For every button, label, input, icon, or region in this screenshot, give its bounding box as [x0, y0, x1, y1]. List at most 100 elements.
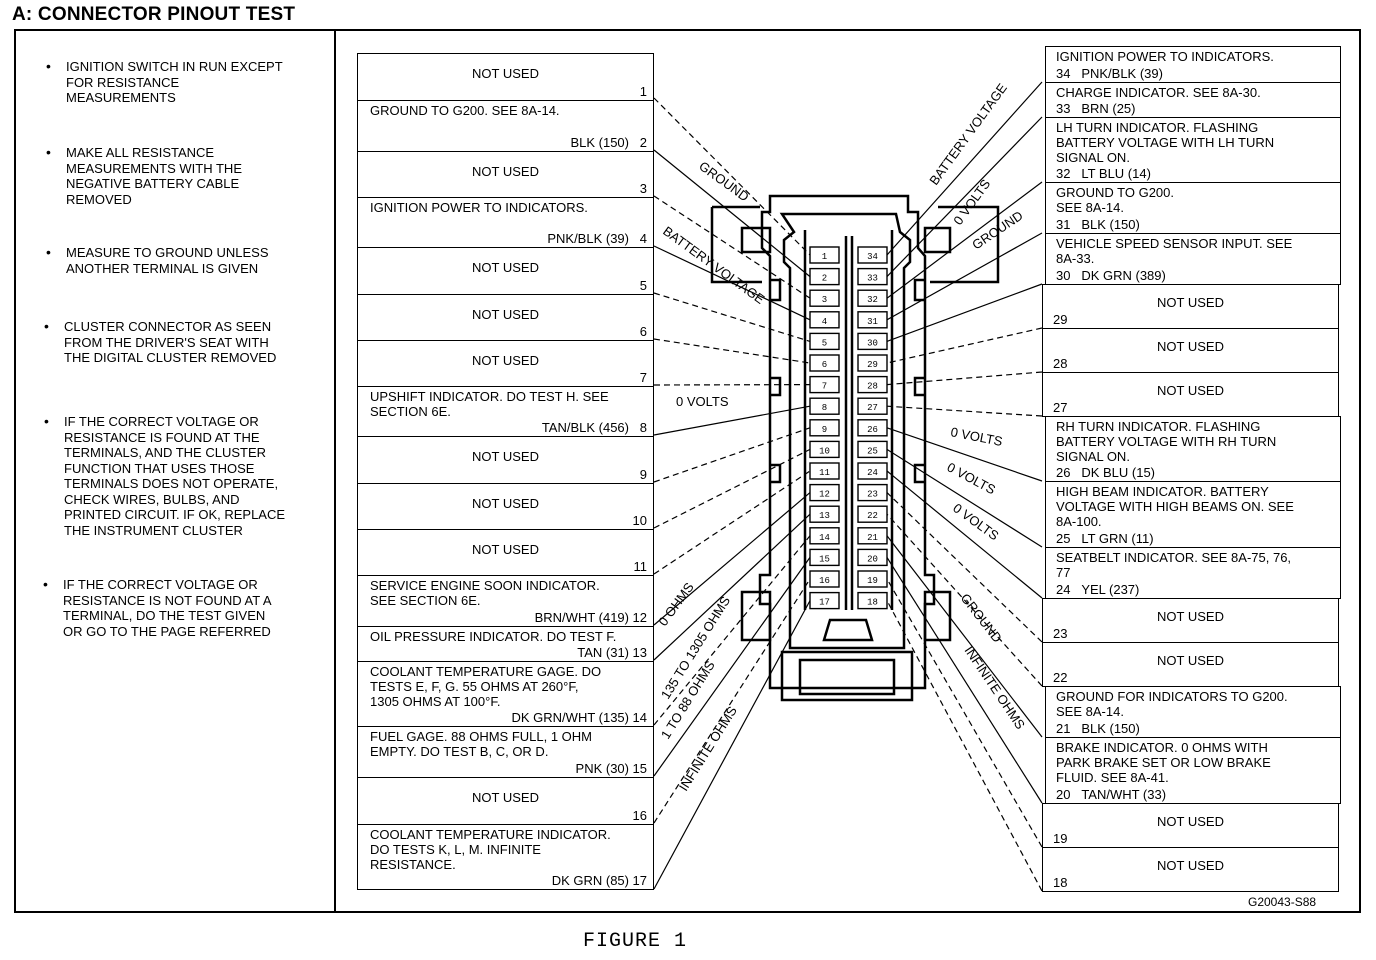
terminal-10: [809, 440, 840, 459]
label-volts-32: 0 VOLTS: [950, 176, 993, 228]
leader-line: [886, 427, 1043, 482]
terminal-number: 28: [867, 382, 878, 392]
terminal-number: 33: [867, 274, 878, 284]
note-1: •IGNITION SWITCH IN RUN EXCEPT FOR RESIS…: [46, 58, 283, 105]
terminal-number: 20: [867, 554, 878, 564]
bullet-icon: •: [43, 576, 48, 592]
leader-line: [886, 470, 1043, 599]
terminal-number: 5: [822, 338, 827, 348]
label-volts-26: 0 VOLTS: [949, 424, 1004, 449]
leader-line: [886, 232, 1043, 321]
leader-line: [653, 535, 811, 726]
terminal-25: [857, 440, 888, 459]
terminal-number: 22: [867, 511, 878, 521]
label-volts-25: 0 VOLTS: [945, 459, 999, 497]
terminal-number: 31: [867, 317, 878, 327]
bullet-icon: •: [44, 318, 49, 334]
pin-cell-2: GROUND TO G200. SEE 8A-14. BLK (150) 2: [357, 100, 654, 152]
pin-cell-19: NOT USED 19: [1042, 803, 1339, 848]
terminal-24: [857, 462, 888, 480]
terminal-number: 26: [867, 425, 878, 435]
pin-cell-26: RH TURN INDICATOR. FLASHING BATTERY VOLT…: [1045, 416, 1341, 482]
leader-line: [653, 97, 811, 256]
pin-cell-13: OIL PRESSURE INDICATOR. DO TEST F. TAN (…: [357, 626, 654, 662]
terminal-number: 9: [822, 425, 827, 435]
note-3: •MEASURE TO GROUND UNLESS ANOTHER TERMIN…: [46, 244, 269, 276]
leader-line: [886, 405, 1043, 417]
leader-line: [653, 292, 811, 342]
leader-line: [886, 492, 1043, 643]
terminal-2: [809, 267, 840, 286]
terminal-9: [809, 419, 840, 437]
connector-housing: [710, 194, 1000, 702]
terminal-18: [857, 591, 888, 610]
terminal-number: 12: [819, 490, 830, 500]
terminal-number: 7: [822, 382, 827, 392]
leader-line: [886, 535, 1043, 738]
terminal-number: 13: [819, 511, 830, 521]
bullet-icon: •: [46, 244, 51, 260]
pin-cell-10: NOT USED 10: [357, 483, 654, 530]
terminal-19: [857, 570, 888, 588]
pin-cell-12: SERVICE ENGINE SOON INDICATOR. SEE SECTI…: [357, 575, 654, 627]
pin-cell-31: GROUND TO G200. SEE 8A-14. 31 BLK (150): [1045, 182, 1341, 234]
leader-line: [653, 557, 811, 777]
pin-cell-9: NOT USED 9: [357, 436, 654, 484]
terminal-34: [857, 246, 888, 264]
notes-panel: •IGNITION SWITCH IN RUN EXCEPT FOR RESIS…: [14, 29, 336, 913]
terminal-20: [857, 548, 888, 567]
pin-cell-6: NOT USED 6: [357, 294, 654, 341]
terminal-number: 3: [822, 295, 827, 305]
figure-code: G20043-S88: [1248, 895, 1317, 909]
terminal-number: 27: [867, 403, 878, 413]
pin-cell-27: NOT USED 27: [1042, 372, 1339, 417]
pin-cell-8: UPSHIFT INDICATOR. DO TEST H. SEE SECTIO…: [357, 386, 654, 437]
label-battery-34: BATTERY VOLTAGE: [926, 80, 1010, 187]
leader-line: [886, 513, 1043, 687]
note-6: •IF THE CORRECT VOLTAGE OR RESISTANCE IS…: [43, 576, 272, 639]
terminal-number: 34: [867, 252, 878, 262]
pin-cell-17: COOLANT TEMPERATURE INDICATOR. DO TESTS …: [357, 824, 654, 890]
terminal-number: 1: [822, 252, 827, 262]
terminal-27: [857, 397, 888, 415]
pin-cell-1: NOT USED 1: [357, 53, 654, 101]
leader-line: [886, 81, 1043, 256]
terminal-number: 8: [822, 403, 827, 413]
pin-cell-32: LH TURN INDICATOR. FLASHING BATTERY VOLT…: [1045, 117, 1341, 183]
label-volts-24: 0 VOLTS: [950, 500, 1002, 543]
terminal-23: [857, 483, 888, 502]
terminal-number: 21: [867, 533, 878, 543]
terminal-26: [857, 419, 888, 437]
pin-cell-18: NOT USED 18: [1042, 847, 1339, 892]
pin-cell-22: NOT USED 22: [1042, 642, 1339, 687]
figure-caption: FIGURE 1: [583, 930, 688, 953]
pin-cell-29: NOT USED 29: [1042, 284, 1339, 329]
leader-line: [886, 371, 1043, 386]
pin-cell-23: NOT USED 23: [1042, 598, 1339, 643]
terminal-number: 14: [819, 533, 830, 543]
leader-line: [653, 338, 811, 364]
pin-cell-14: COOLANT TEMPERATURE GAGE. DO TESTS E, F,…: [357, 661, 654, 727]
terminal-number: 17: [819, 598, 830, 608]
outer-frame: [14, 29, 1361, 913]
terminal-5: [809, 332, 840, 351]
terminal-33: [857, 267, 888, 286]
label-infinite-20: INFINITE OHMS: [962, 643, 1029, 732]
leader-line: [886, 116, 1043, 278]
terminal-number: 16: [819, 576, 830, 586]
note-5: •IF THE CORRECT VOLTAGE OR RESISTANCE IS…: [44, 413, 286, 538]
terminal-22: [857, 505, 888, 523]
terminal-14: [809, 527, 840, 545]
terminal-number: 19: [867, 576, 878, 586]
pin-cell-15: FUEL GAGE. 88 OHMS FULL, 1 OHM EMPTY. DO…: [357, 726, 654, 778]
leader-line: [886, 578, 1043, 848]
terminal-16: [809, 570, 840, 588]
leader-line: [886, 181, 1043, 299]
leader-line: [653, 600, 811, 890]
leader-line: [886, 557, 1043, 804]
bullet-icon: •: [44, 413, 49, 429]
terminal-number: 29: [867, 360, 878, 370]
label-ohms-12: 0 OHMS: [655, 579, 697, 628]
